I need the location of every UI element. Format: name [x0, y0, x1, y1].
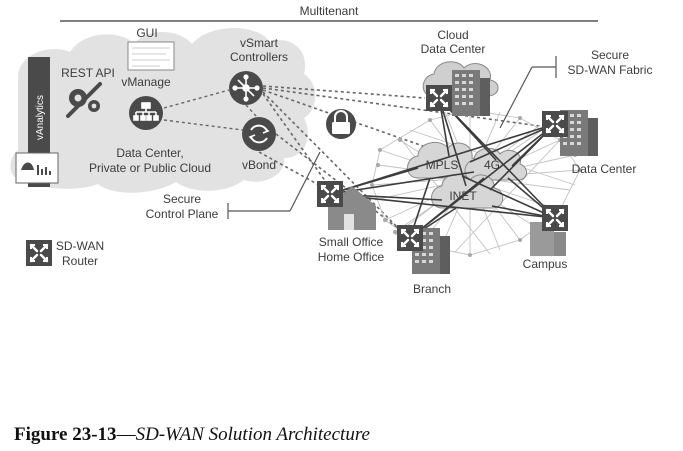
network-tree-icon: [133, 102, 159, 121]
control-links-internal: [163, 89, 258, 131]
mpls-label: MPLS: [426, 158, 459, 172]
fabric-callout: Secure SD-WAN Fabric: [499, 48, 653, 129]
lock-icon: [326, 109, 356, 139]
figure-number: Figure 23-13: [14, 424, 117, 445]
multitenant-bar: Multitenant: [60, 4, 598, 22]
router-icon: [315, 179, 345, 209]
gui-screen: GUI: [127, 26, 175, 71]
router-icon: [540, 203, 570, 233]
campus-label: Campus: [523, 257, 568, 271]
vanalytics-label: vAnalytics: [35, 95, 46, 140]
vsmart-node: vSmart Controllers: [229, 36, 288, 105]
figure-caption: Figure 23-13—SD-WAN Solution Architectur…: [14, 424, 370, 446]
legend-sdwan-router: SD-WAN Router: [24, 238, 104, 268]
legend-label-line1: SD-WAN: [56, 239, 104, 253]
cloud-dc-label-line1: Cloud: [437, 28, 468, 42]
legend-label-line2: Router: [62, 254, 98, 268]
gui-label: GUI: [136, 26, 157, 40]
site-datacenter: Data Center: [540, 109, 637, 176]
control-plane-label-line2: Control Plane: [146, 207, 219, 221]
vsmart-label-line1: vSmart: [240, 36, 279, 50]
router-icon: [540, 109, 570, 139]
datacenter-site-label: Data Center: [572, 162, 637, 176]
branch-label: Branch: [413, 282, 451, 296]
router-icon: [424, 83, 454, 113]
site-campus: Campus: [523, 203, 570, 271]
datacenter-cloud: [10, 27, 316, 193]
control-plane-callout: Secure Control Plane: [146, 151, 321, 221]
caption-separator: —: [116, 424, 136, 445]
rest-api-label: REST API: [61, 66, 115, 80]
vsmart-label-line2: Controllers: [230, 50, 288, 64]
multitenant-label: Multitenant: [300, 4, 359, 18]
vbond-node: vBond: [242, 117, 276, 172]
soho-label-line2: Home Office: [318, 250, 385, 264]
sd-wan-architecture-diagram: Multitenant vAnalytics GUI REST API: [10, 4, 653, 296]
fabric-label-line2: SD-WAN Fabric: [568, 63, 653, 77]
control-plane-label-line1: Secure: [163, 192, 201, 206]
router-icon: [24, 238, 54, 268]
figure-title: SD-WAN Solution Architecture: [135, 424, 370, 445]
hub-icon: [232, 74, 260, 102]
vbond-label: vBond: [242, 158, 276, 172]
sync-arrows-icon: [248, 124, 270, 144]
fabric-label-line1: Secure: [591, 48, 629, 62]
vmanage-node: vManage: [121, 75, 171, 130]
cloud-dc-label-line2: Data Center: [421, 42, 486, 56]
router-icon: [395, 223, 425, 253]
site-branch: Branch: [395, 223, 451, 296]
datacenter-label-line1: Data Center,: [116, 146, 183, 160]
4g-label: 4G: [484, 158, 500, 172]
vanalytics-panel: vAnalytics: [15, 57, 59, 187]
vmanage-label: vManage: [121, 75, 171, 89]
rest-api: REST API: [61, 66, 115, 118]
datacenter-label-line2: Private or Public Cloud: [89, 161, 211, 175]
site-soho: Small Office Home Office: [315, 179, 385, 264]
soho-label-line1: Small Office: [319, 235, 384, 249]
gear-wrench-icon: [66, 82, 102, 118]
site-cloud-datacenter: Cloud Data Center: [421, 28, 499, 116]
